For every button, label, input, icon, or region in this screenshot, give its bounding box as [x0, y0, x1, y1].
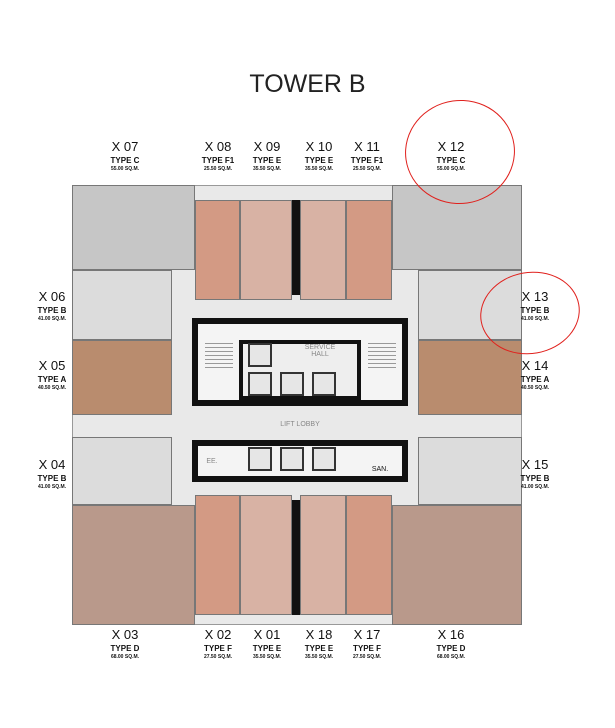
lift — [312, 447, 336, 471]
lift-lobby-label: LIFT LOBBY — [280, 421, 320, 428]
shaft — [292, 500, 300, 615]
san-room-label: SAN. — [371, 466, 389, 473]
lift — [248, 447, 272, 471]
ee-room-label: EE. — [206, 458, 218, 465]
unit-x10[interactable] — [300, 200, 346, 300]
unit-x12[interactable] — [392, 185, 522, 270]
service-lift — [248, 343, 272, 367]
lift — [248, 372, 272, 396]
lift — [280, 372, 304, 396]
unit-x01[interactable] — [240, 495, 292, 615]
unit-x06[interactable] — [72, 270, 172, 340]
stair-right — [368, 340, 396, 370]
unit-x18[interactable] — [300, 495, 346, 615]
unit-x17[interactable] — [346, 495, 392, 615]
unit-x16[interactable] — [392, 505, 522, 625]
stair-left — [205, 340, 233, 370]
unit-x11[interactable] — [346, 200, 392, 300]
unit-x02[interactable] — [195, 495, 240, 615]
unit-x08[interactable] — [195, 200, 240, 300]
unit-x04[interactable] — [72, 437, 172, 505]
unit-x14[interactable] — [418, 340, 522, 415]
service-hall-label: SERVICE HALL — [304, 344, 336, 358]
unit-x03[interactable] — [72, 505, 195, 625]
unit-x15[interactable] — [418, 437, 522, 505]
unit-x09[interactable] — [240, 200, 292, 300]
lift — [312, 372, 336, 396]
unit-x13[interactable] — [418, 270, 522, 340]
page-title: TOWER B — [249, 70, 366, 98]
unit-x05[interactable] — [72, 340, 172, 415]
lift — [280, 447, 304, 471]
unit-x07[interactable] — [72, 185, 195, 270]
shaft — [292, 200, 300, 295]
